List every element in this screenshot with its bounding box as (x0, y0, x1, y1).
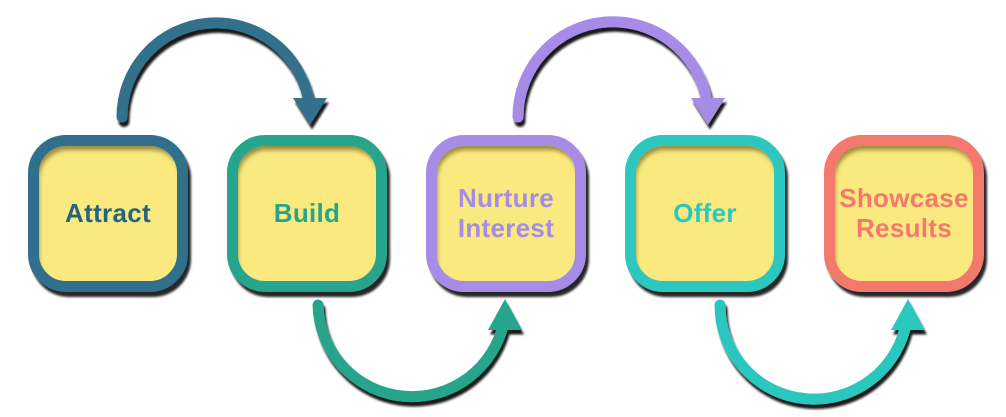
arrow-build-to-nurture-interest (312, 299, 522, 403)
step-label: Build (273, 197, 341, 228)
arrow-head-icon (891, 299, 925, 330)
arrow-curve (512, 16, 713, 123)
arrow-curve (714, 299, 913, 405)
arrow-head-icon (488, 299, 522, 330)
step-label: Showcase Results (839, 183, 969, 243)
arrow-nurture-interest-to-offer (512, 16, 725, 125)
arrow-attract-to-build (116, 17, 327, 125)
step-build: Build (227, 135, 387, 292)
step-offer: Offer (625, 135, 785, 292)
arrow-curve (116, 17, 315, 123)
arrow-head-icon (293, 98, 327, 125)
step-label: Attract (65, 197, 151, 228)
step-showcase-results: Showcase Results (824, 135, 984, 292)
arrow-curve (312, 299, 510, 403)
step-label: Offer (673, 197, 737, 228)
arrow-head-icon (691, 98, 725, 125)
step-label: Nurture Interest (457, 183, 555, 243)
arrow-offer-to-showcase-results (714, 299, 925, 405)
step-nurture-interest: Nurture Interest (426, 135, 586, 292)
step-attract: Attract (28, 135, 188, 292)
